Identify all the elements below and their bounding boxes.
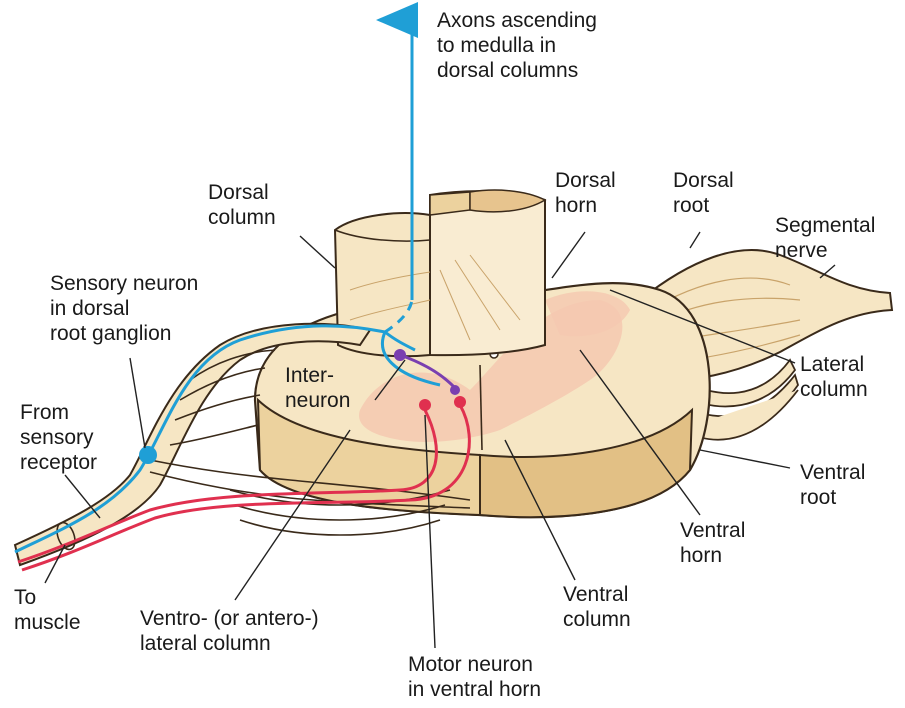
label-dorsal-column: Dorsal column	[208, 180, 276, 230]
label-sensory-neuron-line-3: root ganglion	[50, 321, 198, 346]
label-segmental-nerve-line-1: Segmental	[775, 213, 875, 238]
label-ventral-root: Ventral root	[800, 460, 865, 510]
motor-neuron-body-2	[454, 396, 466, 408]
label-dorsal-root: Dorsal root	[673, 168, 734, 218]
label-dorsal-root-line-1: Dorsal	[673, 168, 734, 193]
label-from-receptor: From sensory receptor	[20, 400, 97, 475]
motor-neuron-body-1	[419, 399, 431, 411]
label-axons-ascending-line-1: Axons ascending	[437, 8, 597, 33]
label-from-receptor-line-1: From	[20, 400, 97, 425]
label-motor-neuron: Motor neuron in ventral horn	[408, 652, 541, 702]
label-motor-neuron-line-2: in ventral horn	[408, 677, 541, 702]
label-from-receptor-line-3: receptor	[20, 450, 97, 475]
label-to-muscle-line-2: muscle	[14, 610, 81, 635]
label-ventral-horn-line-2: horn	[680, 543, 745, 568]
label-to-muscle: To muscle	[14, 585, 81, 635]
label-lateral-column: Lateral column	[800, 352, 868, 402]
label-axons-ascending-line-3: dorsal columns	[437, 58, 597, 83]
label-ventral-column-line-2: column	[563, 607, 631, 632]
label-interneuron-line-1: Inter-	[285, 363, 350, 388]
label-ventral-horn: Ventral horn	[680, 518, 745, 568]
label-ventrolateral-column-line-1: Ventro- (or antero-)	[140, 606, 319, 631]
label-dorsal-root-line-2: root	[673, 193, 734, 218]
label-sensory-neuron-line-1: Sensory neuron	[50, 271, 198, 296]
label-segmental-nerve-line-2: nerve	[775, 238, 875, 263]
label-axons-ascending-line-2: to medulla in	[437, 33, 597, 58]
label-from-receptor-line-2: sensory	[20, 425, 97, 450]
label-ventral-column-line-1: Ventral	[563, 582, 631, 607]
label-ventral-horn-line-1: Ventral	[680, 518, 745, 543]
label-sensory-neuron: Sensory neuron in dorsal root ganglion	[50, 271, 198, 346]
label-motor-neuron-line-1: Motor neuron	[408, 652, 541, 677]
label-segmental-nerve: Segmental nerve	[775, 213, 875, 263]
label-interneuron-line-2: neuron	[285, 388, 350, 413]
label-dorsal-column-line-2: column	[208, 205, 276, 230]
label-ventrolateral-column-line-2: lateral column	[140, 631, 319, 656]
label-lateral-column-line-2: column	[800, 377, 868, 402]
sensory-ganglion-cell-body	[139, 446, 157, 464]
label-dorsal-column-line-1: Dorsal	[208, 180, 276, 205]
label-ventral-column: Ventral column	[563, 582, 631, 632]
label-sensory-neuron-line-2: in dorsal	[50, 296, 198, 321]
label-dorsal-horn-line-2: horn	[555, 193, 616, 218]
label-to-muscle-line-1: To	[14, 585, 81, 610]
label-axons-ascending: Axons ascending to medulla in dorsal col…	[437, 8, 597, 83]
label-ventral-root-line-2: root	[800, 485, 865, 510]
label-lateral-column-line-1: Lateral	[800, 352, 868, 377]
label-interneuron: Inter- neuron	[285, 363, 350, 413]
label-dorsal-horn: Dorsal horn	[555, 168, 616, 218]
label-ventrolateral-column: Ventro- (or antero-) lateral column	[140, 606, 319, 656]
label-dorsal-horn-line-1: Dorsal	[555, 168, 616, 193]
label-ventral-root-line-1: Ventral	[800, 460, 865, 485]
